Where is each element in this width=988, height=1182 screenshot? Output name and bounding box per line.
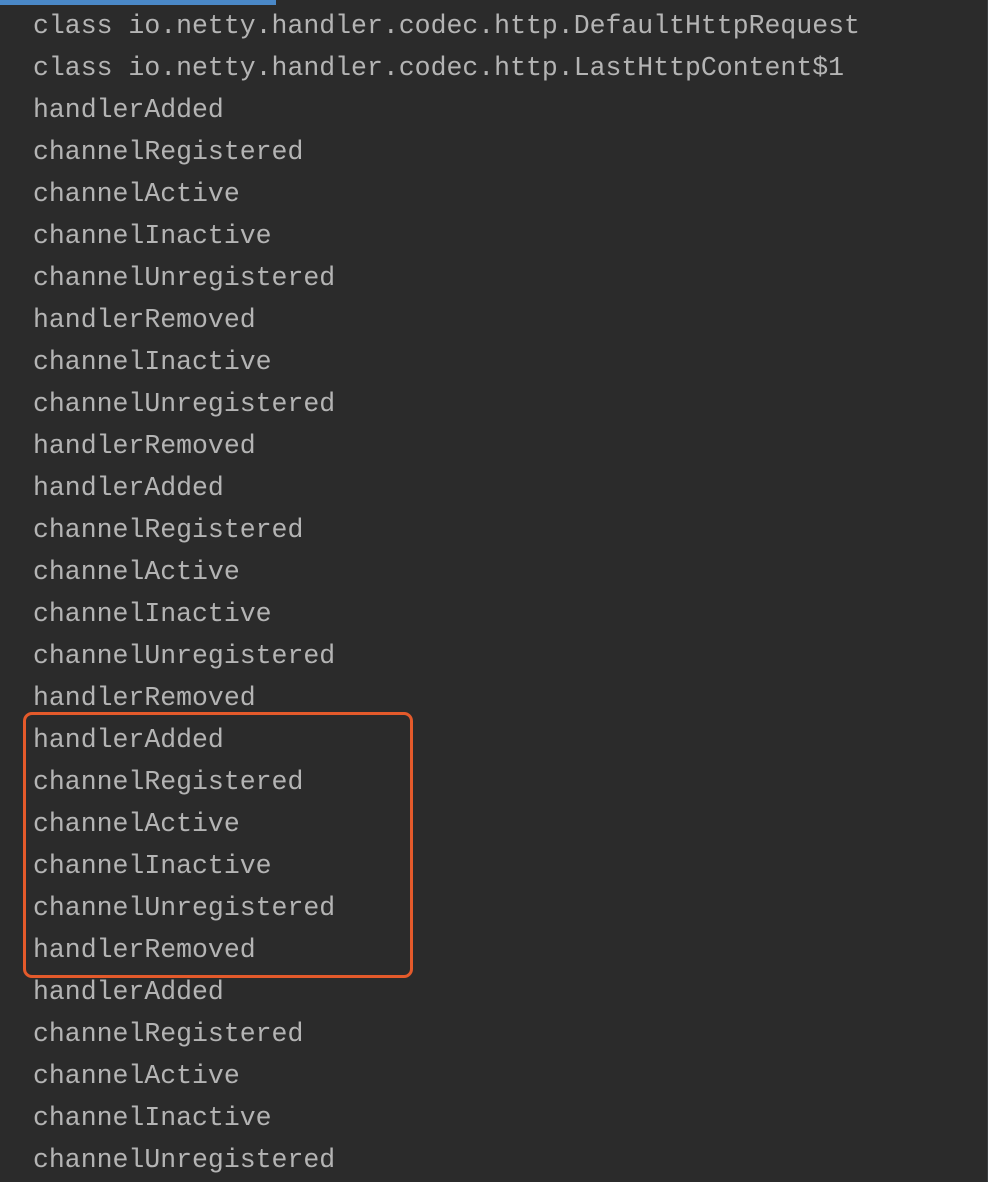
log-line: class io.netty.handler.codec.http.LastHt… (33, 53, 845, 83)
log-line: channelUnregistered (33, 893, 336, 923)
log-line: class io.netty.handler.codec.http.Defaul… (33, 11, 860, 41)
log-line: channelInactive (33, 599, 272, 629)
log-line: handlerRemoved (33, 431, 256, 461)
log-line: channelInactive (33, 347, 272, 377)
log-line: handlerRemoved (33, 683, 256, 713)
log-line: channelUnregistered (33, 263, 336, 293)
log-line: channelInactive (33, 851, 272, 881)
log-line: handlerAdded (33, 473, 224, 503)
log-line: channelActive (33, 809, 240, 839)
log-line: channelRegistered (33, 515, 304, 545)
log-line: channelRegistered (33, 137, 304, 167)
log-line: handlerAdded (33, 977, 224, 1007)
log-line: handlerRemoved (33, 305, 256, 335)
log-line: channelRegistered (33, 1019, 304, 1049)
log-line: channelInactive (33, 1103, 272, 1133)
console-log-lines: class io.netty.handler.codec.http.Defaul… (33, 5, 860, 1181)
log-line: channelUnregistered (33, 389, 336, 419)
log-line: channelRegistered (33, 767, 304, 797)
active-tab-indicator (0, 0, 276, 5)
log-line: handlerAdded (33, 95, 224, 125)
log-line: channelActive (33, 1061, 240, 1091)
log-line: channelActive (33, 179, 240, 209)
log-line: channelActive (33, 557, 240, 587)
log-line: handlerAdded (33, 725, 224, 755)
log-line: channelInactive (33, 221, 272, 251)
log-line: channelUnregistered (33, 641, 336, 671)
log-line: channelUnregistered (33, 1145, 336, 1175)
log-line: handlerRemoved (33, 935, 256, 965)
